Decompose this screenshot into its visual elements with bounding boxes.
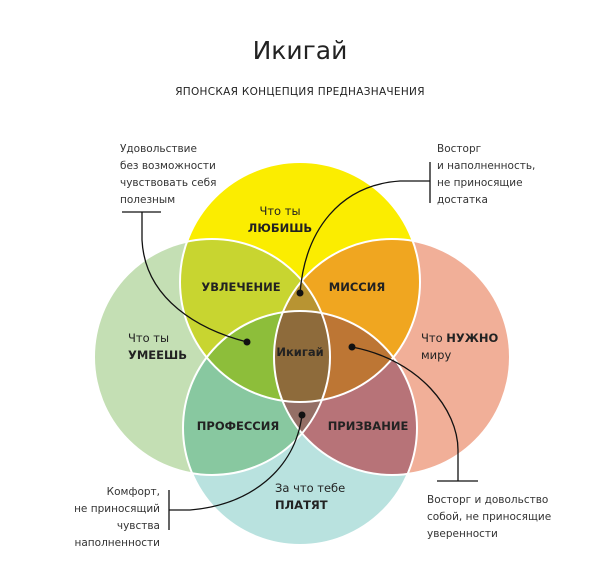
label-good-at: Что ты УМЕЕШЬ [128,330,198,364]
label-love-line2: ЛЮБИШЬ [247,221,313,235]
note-line: чувствовать себя [120,177,217,189]
note-top-right: Восторг и наполненность, не приносящие д… [437,141,535,209]
note-line: Восторг и довольство [427,494,549,506]
note-line: не приносящие [437,177,523,189]
zone-mission: МИССИЯ [328,280,386,294]
dot-vocation-no-confidence [348,343,356,351]
zone-vocation: ПРИЗВАНИЕ [327,419,409,433]
note-line: полезным [120,194,176,206]
note-line: и наполненность, [437,160,536,172]
label-paid-for: За что тебе ПЛАТЯТ [275,480,345,514]
note-line: чувства [116,520,160,532]
note-line: не приносящий [74,503,160,515]
circle-outlines [93,161,511,546]
leader-line-bottom-left [169,414,303,511]
label-world-needs-line2: миру [421,348,452,362]
dot-profession-no-fulfilment [298,411,306,419]
zone-ikigai: Икигай [276,345,324,359]
dot-mission-no-wealth [296,289,304,297]
note-line: уверенности [427,528,498,540]
leader-line-top-right [299,180,430,294]
note-top-left: Удовольствие без возможности чувствовать… [120,141,216,209]
dot-passion-not-useful [243,338,251,346]
note-line: собой, не приносящие [427,511,552,523]
label-love: Что ты ЛЮБИШЬ [240,203,320,237]
label-paid-for-line1: За что тебе [275,481,346,495]
note-line: достатка [437,194,488,206]
note-line: наполненности [74,537,161,549]
leader-line-bottom-right [351,346,459,481]
zone-passion: УВЛЕЧЕНИЕ [201,280,281,294]
label-world-needs-prefix: Что [421,331,443,345]
label-good-at-line2: УМЕЕШЬ [128,348,187,362]
page-subtitle: ЯПОНСКАЯ КОНЦЕПЦИЯ ПРЕДНАЗНАЧЕНИЯ [175,86,425,98]
label-world-needs-bold: НУЖНО [446,331,499,345]
label-world-needs: Что НУЖНО миру [421,330,498,364]
page-title: Икигай [252,36,348,65]
note-line: Комфорт, [106,486,160,498]
note-line: без возможности [120,160,216,172]
note-bottom-right: Восторг и довольство собой, не приносящи… [427,492,551,543]
note-bottom-left: Комфорт, не приносящий чувства наполненн… [74,484,160,552]
zone-profession: ПРОФЕССИЯ [196,419,280,433]
leader-line-top-left [141,212,248,343]
label-love-line1: Что ты [259,204,301,218]
note-line: Восторг [437,143,482,155]
label-paid-for-line2: ПЛАТЯТ [275,498,328,512]
label-good-at-line1: Что ты [128,331,170,345]
note-line: Удовольствие [120,143,197,155]
